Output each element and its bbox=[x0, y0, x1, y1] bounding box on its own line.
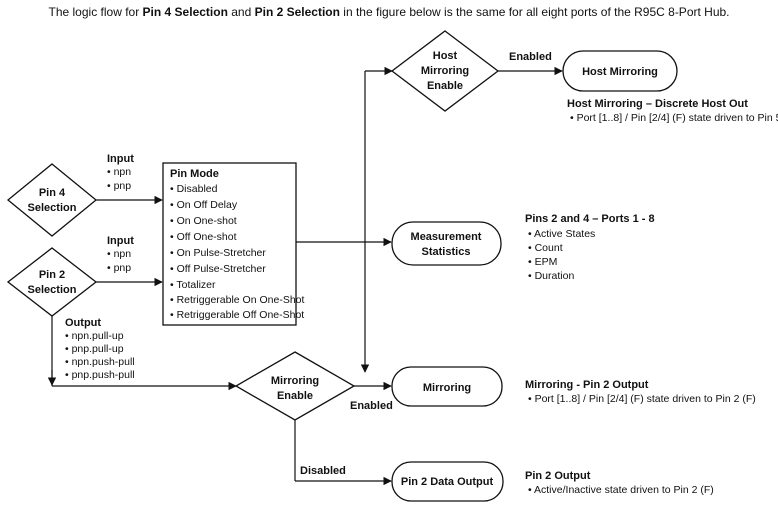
input-pin4-title: Input bbox=[107, 153, 134, 165]
pin-mode-box: Pin Mode • Disabled • On Off Delay • On … bbox=[162, 162, 304, 326]
header-suffix: in the figure below is the same for all … bbox=[340, 5, 730, 19]
input-pin2-label: Input • npn • pnp bbox=[107, 235, 134, 274]
pin-mode-item: • On One-shot bbox=[170, 215, 237, 227]
input-pin2-title: Input bbox=[107, 235, 134, 247]
pin-mode-item: • Retriggerable Off One-Shot bbox=[170, 309, 304, 321]
input-pin2-item: • npn bbox=[107, 248, 131, 260]
measurement-description: Pins 2 and 4 – Ports 1 - 8 • Active Stat… bbox=[525, 213, 655, 282]
header-and: and bbox=[228, 5, 255, 19]
pin4-selection-node: Pin 4 Selection bbox=[6, 163, 98, 237]
mirroring-enable-line2: Enable bbox=[277, 390, 313, 402]
measurement-line1: Measurement bbox=[411, 231, 482, 243]
host-enable-line1: Host bbox=[433, 50, 458, 62]
pin2-output-desc-title: Pin 2 Output bbox=[525, 470, 591, 482]
host-enable-line2: Mirroring bbox=[421, 65, 469, 77]
input-pin4-label: Input • npn • pnp bbox=[107, 153, 134, 192]
measurement-desc-item: • Duration bbox=[528, 270, 574, 282]
pin2-data-output-node: Pin 2 Data Output bbox=[391, 461, 504, 502]
host-enabled-label: Enabled bbox=[509, 51, 552, 63]
pin-mode-item: • Retriggerable On One-Shot bbox=[170, 294, 304, 306]
output-item: • npn.push-pull bbox=[65, 356, 135, 368]
header-text: The logic flow for Pin 4 Selection and P… bbox=[49, 5, 730, 19]
mirroring-node: Mirroring bbox=[391, 366, 503, 407]
pin-mode-item: • Off Pulse-Stretcher bbox=[170, 263, 266, 275]
measurement-desc-item: • EPM bbox=[528, 256, 557, 268]
input-pin4-item: • npn bbox=[107, 166, 131, 178]
input-pin2-item: • pnp bbox=[107, 262, 131, 274]
pin-mode-item: • On Pulse-Stretcher bbox=[170, 247, 266, 259]
pin-mode-item: • Disabled bbox=[170, 183, 218, 195]
mirroring-desc-item: • Port [1..8] / Pin [2/4] (F) state driv… bbox=[528, 393, 756, 405]
pin4-selection-line1: Pin 4 bbox=[39, 187, 66, 199]
host-mirroring-label: Host Mirroring bbox=[582, 66, 658, 78]
pin2-selection-node: Pin 2 Selection bbox=[6, 247, 98, 317]
host-mirroring-desc-item: • Port [1..8] / Pin [2/4] (F) state driv… bbox=[570, 112, 778, 124]
pin4-selection-line2: Selection bbox=[28, 202, 77, 214]
mirroring-enable-node: Mirroring Enable bbox=[234, 351, 356, 421]
host-enable-line3: Enable bbox=[427, 80, 463, 92]
host-mirroring-desc-title: Host Mirroring – Discrete Host Out bbox=[567, 98, 748, 110]
pin-mode-item: • On Off Delay bbox=[170, 199, 238, 211]
mirroring-enable-line1: Mirroring bbox=[271, 375, 319, 387]
measurement-statistics-node: Measurement Statistics bbox=[391, 221, 502, 266]
measurement-desc-item: • Count bbox=[528, 242, 563, 254]
pin2-selection-line2: Selection bbox=[28, 284, 77, 296]
mirroring-label: Mirroring bbox=[423, 382, 471, 394]
pin2-selection-line1: Pin 2 bbox=[39, 269, 65, 281]
output-item: • pnp.push-pull bbox=[65, 369, 135, 381]
measurement-desc-title: Pins 2 and 4 – Ports 1 - 8 bbox=[525, 213, 655, 225]
measurement-desc-item: • Active States bbox=[528, 228, 595, 240]
pin2-output-description: Pin 2 Output • Active/Inactive state dri… bbox=[525, 470, 714, 496]
measurement-line2: Statistics bbox=[422, 246, 471, 258]
mirroring-description: Mirroring - Pin 2 Output • Port [1..8] /… bbox=[525, 379, 756, 405]
pin2-output-desc-item: • Active/Inactive state driven to Pin 2 … bbox=[528, 484, 714, 496]
pin-mode-title: Pin Mode bbox=[170, 168, 219, 180]
host-mirroring-description: Host Mirroring – Discrete Host Out • Por… bbox=[567, 98, 778, 124]
input-pin4-item: • pnp bbox=[107, 180, 131, 192]
header-prefix: The logic flow for bbox=[49, 5, 143, 19]
pin-mode-item: • Off One-shot bbox=[170, 231, 237, 243]
output-item: • pnp.pull-up bbox=[65, 343, 124, 355]
mirroring-disabled-label: Disabled bbox=[300, 465, 346, 477]
host-mirroring-node: Host Mirroring bbox=[562, 50, 678, 92]
pin2-data-output-label: Pin 2 Data Output bbox=[401, 476, 494, 488]
mirroring-enabled-label: Enabled bbox=[350, 400, 393, 412]
header-pin4: Pin 4 Selection bbox=[143, 5, 228, 19]
pin-mode-item: • Totalizer bbox=[170, 279, 216, 291]
mirroring-desc-title: Mirroring - Pin 2 Output bbox=[525, 379, 649, 391]
output-item: • npn.pull-up bbox=[65, 330, 124, 342]
output-title: Output bbox=[65, 317, 101, 329]
output-pin2-label: Output • npn.pull-up • pnp.pull-up • npn… bbox=[65, 317, 135, 381]
header-pin2: Pin 2 Selection bbox=[255, 5, 340, 19]
host-mirroring-enable-node: Host Mirroring Enable bbox=[390, 30, 500, 112]
